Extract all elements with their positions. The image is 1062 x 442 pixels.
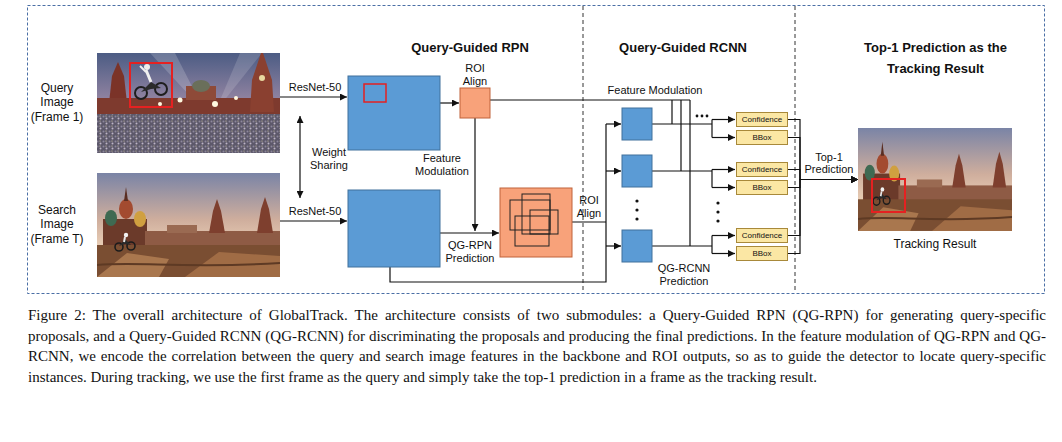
annotation-label: Feature Modulation: [600, 84, 710, 97]
annotation-label: ROI Align: [574, 194, 604, 220]
image-caption: Tracking Result: [858, 237, 1012, 251]
section-title: Top-1 Prediction as the Tracking Result: [848, 38, 1023, 80]
connector-line: [788, 180, 858, 254]
arrow-head: [851, 176, 858, 183]
section-title: Query-Guided RPN: [395, 38, 545, 59]
annotation-label: Feature Modulation: [412, 152, 472, 178]
connector: [788, 138, 858, 184]
box-label: BBox: [752, 184, 771, 192]
image-caption: Query Image (Frame 1): [25, 81, 89, 124]
output-box: BBox: [736, 180, 788, 195]
image-panel: Tracking Result: [858, 128, 1012, 231]
connector: [788, 176, 858, 236]
arrow-head: [851, 176, 858, 183]
connector: [788, 176, 858, 188]
figure-caption: Figure 2: The overall architecture of Gl…: [28, 305, 1046, 387]
image-panel: Query Image (Frame 1): [97, 53, 280, 153]
arrow-head: [851, 176, 858, 183]
annotation-label: ROI Align: [454, 62, 496, 88]
annotation-label: ResNet-50: [284, 205, 346, 218]
annotation-label: ResNet-50: [284, 81, 346, 94]
output-box: Confidence: [736, 162, 788, 177]
box-label: BBox: [752, 250, 771, 258]
box-label: Confidence: [742, 166, 782, 174]
box-label: Confidence: [742, 116, 782, 124]
annotation-label: QG-RCNN Prediction: [648, 262, 720, 288]
search-photo: [97, 173, 280, 277]
arrow-head: [851, 176, 858, 183]
image-caption: Search Image (Frame T): [25, 203, 89, 246]
outer-frame: [28, 6, 1045, 294]
tracking-photo: [858, 128, 1012, 231]
connector-line: [788, 138, 858, 180]
output-box: Confidence: [736, 228, 788, 243]
section-divider: [583, 6, 584, 293]
connector: [788, 176, 858, 254]
output-box: Confidence: [736, 112, 788, 127]
section-title: Query-Guided RCNN: [603, 38, 763, 59]
box-label: BBox: [752, 134, 771, 142]
image-panel: Search Image (Frame T): [97, 173, 280, 277]
connector-line: [788, 180, 858, 236]
ellipsis-dots: [635, 115, 719, 223]
annotation-label: Weight Sharing: [306, 146, 352, 172]
query-photo: [97, 50, 280, 153]
feature-maps: [348, 76, 652, 267]
connector-line: [788, 180, 858, 188]
section-divider: [795, 6, 796, 293]
connector: [788, 120, 858, 184]
arrow-head: [851, 176, 858, 183]
output-box: BBox: [736, 130, 788, 145]
edge-label: Top-1 Prediction: [803, 151, 855, 177]
annotation-label: QG-RPN Prediction: [440, 239, 500, 265]
connector-line: [788, 120, 858, 180]
box-label: Confidence: [742, 232, 782, 240]
output-box: BBox: [736, 246, 788, 261]
arrow-head: [851, 176, 858, 183]
